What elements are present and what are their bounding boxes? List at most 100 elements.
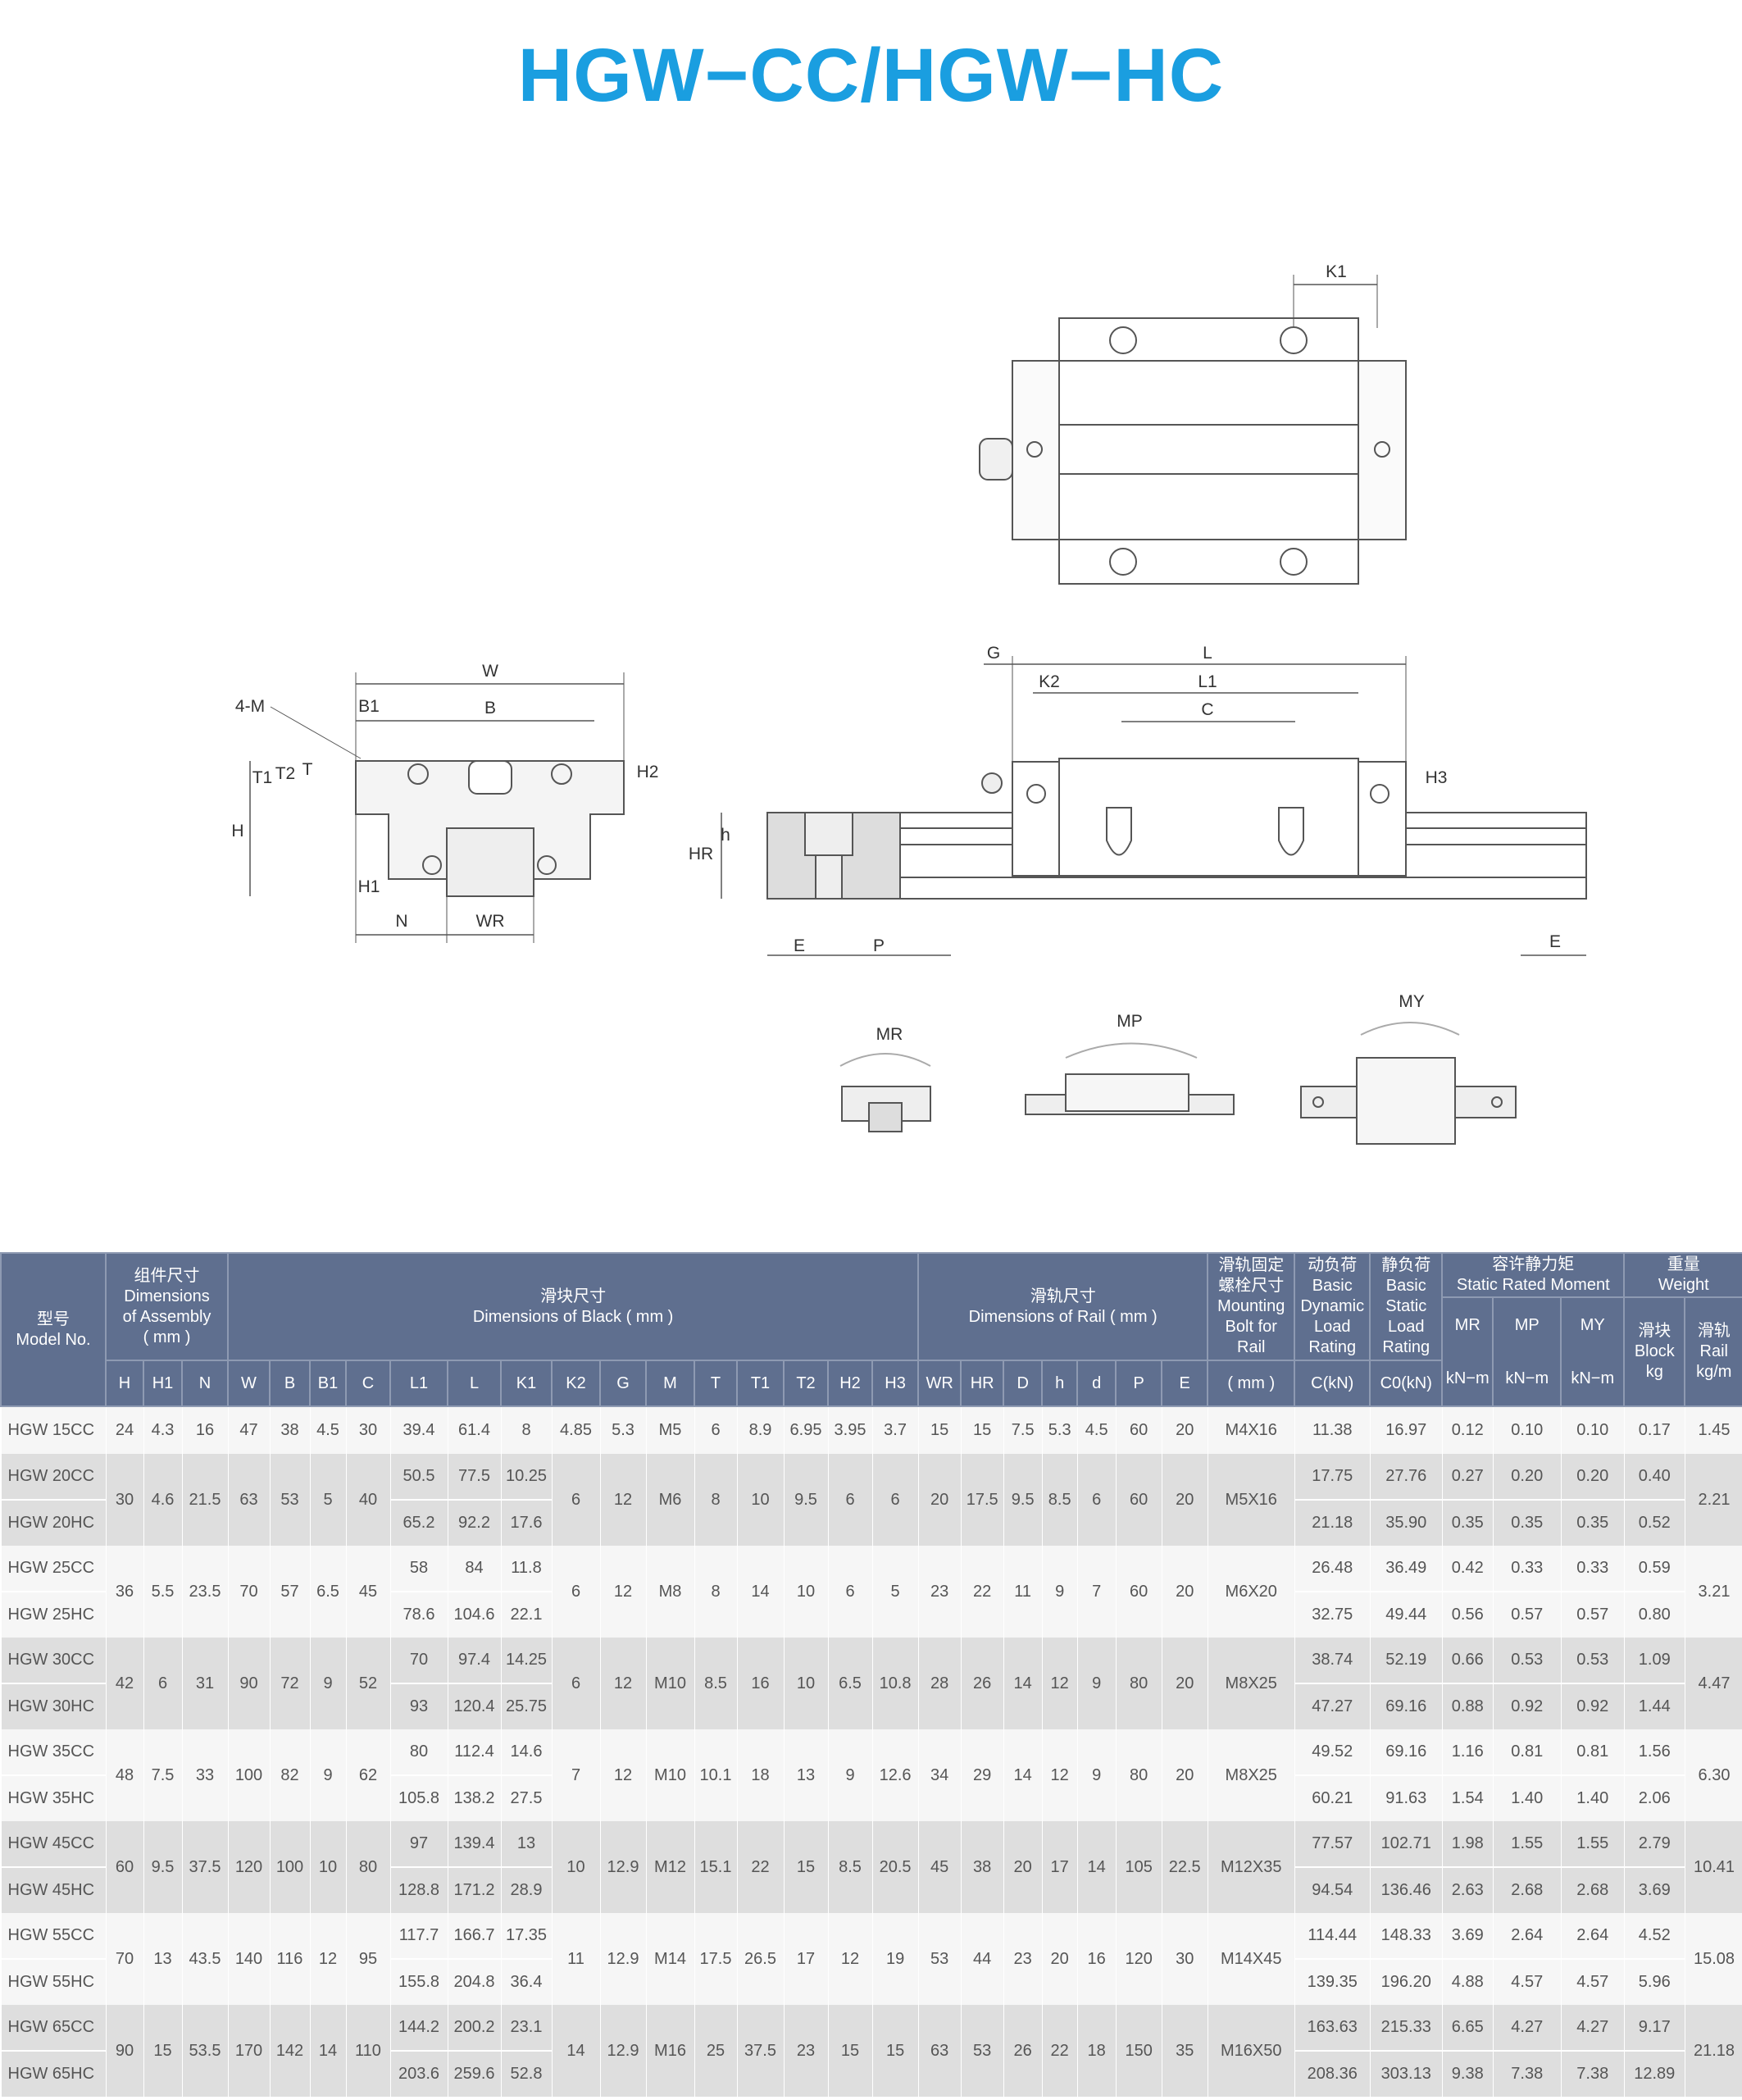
cell-h: 12 bbox=[1041, 1729, 1078, 1821]
cell-wr: 45 bbox=[917, 1821, 962, 1913]
cell-h2: 9 bbox=[827, 1729, 872, 1821]
cell-t2: 9.5 bbox=[783, 1454, 828, 1546]
cell-my: 2.64 bbox=[1560, 1913, 1625, 1960]
cell-l: 259.6 bbox=[447, 2051, 501, 2097]
header-col: h bbox=[1041, 1360, 1079, 1407]
cell-wr: 53 bbox=[917, 1913, 962, 2005]
cell-bolt: M14X45 bbox=[1207, 1913, 1295, 2005]
cell-block_kg: 1.56 bbox=[1623, 1729, 1685, 1776]
cell-n: 43.5 bbox=[181, 1913, 228, 2005]
header-col: C bbox=[345, 1360, 391, 1407]
header-col: E bbox=[1161, 1360, 1209, 1407]
cell-c0: 136.46 bbox=[1369, 1867, 1443, 1913]
cell-m: M10 bbox=[645, 1729, 694, 1821]
cell-b: 53 bbox=[269, 1454, 310, 1546]
cell-t1: 37.5 bbox=[736, 2005, 784, 2097]
header-line: 型号 bbox=[37, 1310, 70, 1328]
cell-h2: 12 bbox=[827, 1913, 872, 2005]
cell-d: 16 bbox=[1076, 1913, 1117, 2005]
header-line: Rating bbox=[1308, 1338, 1357, 1356]
cell-hr: 29 bbox=[960, 1729, 1004, 1821]
cell-mp: 4.27 bbox=[1492, 2005, 1562, 2052]
header-line: 动负荷 bbox=[1308, 1256, 1358, 1274]
cell-l1: 97 bbox=[389, 1821, 448, 1868]
cell-g: 12 bbox=[599, 1638, 646, 1729]
cell-bolt: M12X35 bbox=[1207, 1821, 1295, 1913]
cell-d: 7.5 bbox=[1003, 1406, 1043, 1454]
header-line: Dimensions of Rail ( mm ) bbox=[968, 1307, 1158, 1326]
cell-l: 61.4 bbox=[447, 1406, 501, 1454]
cell-g: 12.9 bbox=[599, 1913, 646, 2005]
cell-rail_kg: 4.47 bbox=[1684, 1638, 1742, 1729]
cell-my: 0.33 bbox=[1560, 1546, 1625, 1592]
cell-l: 138.2 bbox=[447, 1775, 501, 1821]
cell-cd: 38.74 bbox=[1294, 1638, 1371, 1684]
cell-h1: 4.6 bbox=[143, 1454, 182, 1546]
cell-hr: 22 bbox=[960, 1546, 1004, 1638]
header-col: ( mm ) bbox=[1207, 1360, 1296, 1407]
cell-h: 12 bbox=[1041, 1638, 1078, 1729]
cell-t: 10.1 bbox=[694, 1729, 737, 1821]
cell-t1: 14 bbox=[736, 1546, 784, 1638]
cell-wr: 23 bbox=[917, 1546, 962, 1638]
cell-d: 9 bbox=[1076, 1638, 1117, 1729]
cell-h1: 6 bbox=[143, 1638, 182, 1729]
cell-c0: 196.20 bbox=[1369, 1959, 1443, 2005]
cell-l1: 65.2 bbox=[389, 1500, 448, 1546]
cell-g: 12.9 bbox=[599, 2005, 646, 2097]
header-col: H1 bbox=[143, 1360, 183, 1407]
cell-t2: 10 bbox=[783, 1638, 828, 1729]
cell-rail_kg: 3.21 bbox=[1684, 1546, 1742, 1638]
cell-d: 7 bbox=[1076, 1546, 1117, 1638]
header-line: Rail bbox=[1237, 1338, 1266, 1356]
cell-wr: 20 bbox=[917, 1454, 962, 1546]
cell-c0: 36.49 bbox=[1369, 1546, 1443, 1592]
cell-w: 140 bbox=[227, 1913, 270, 2005]
label-h: h bbox=[721, 826, 730, 845]
cell-w: 120 bbox=[227, 1821, 270, 1913]
cell-block_kg: 4.52 bbox=[1623, 1913, 1685, 1960]
cell-k1: 28.9 bbox=[500, 1867, 552, 1913]
label-G: G bbox=[987, 644, 1000, 663]
cell-h3: 5 bbox=[871, 1546, 919, 1638]
cell-b: 142 bbox=[269, 2005, 310, 2097]
cell-p: 80 bbox=[1115, 1638, 1162, 1729]
cell-k1: 27.5 bbox=[500, 1775, 552, 1821]
cell-t1: 8.9 bbox=[736, 1406, 784, 1454]
cell-k1: 22.1 bbox=[500, 1592, 552, 1638]
header-line: kg/m bbox=[1696, 1363, 1732, 1381]
cell-model: HGW 30HC bbox=[0, 1683, 106, 1729]
cell-mr: 1.54 bbox=[1441, 1775, 1494, 1821]
cell-cd: 21.18 bbox=[1294, 1500, 1371, 1546]
cell-l: 171.2 bbox=[447, 1867, 501, 1913]
cell-bolt: M5X16 bbox=[1207, 1454, 1295, 1546]
cell-h: 24 bbox=[105, 1406, 143, 1454]
header-line: of Assembly bbox=[122, 1307, 211, 1326]
cell-mp: 0.10 bbox=[1492, 1406, 1562, 1454]
cell-model: HGW 65CC bbox=[0, 2005, 106, 2052]
cell-p: 60 bbox=[1115, 1406, 1162, 1454]
cell-wr: 28 bbox=[917, 1638, 962, 1729]
cell-k1: 13 bbox=[500, 1821, 552, 1868]
cell-block_kg: 1.09 bbox=[1623, 1638, 1685, 1684]
cell-h: 48 bbox=[105, 1729, 143, 1821]
cell-cd: 17.75 bbox=[1294, 1454, 1371, 1501]
header-col: L1 bbox=[389, 1360, 448, 1407]
cell-mp: 0.57 bbox=[1492, 1592, 1562, 1638]
cell-m: M8 bbox=[645, 1546, 694, 1638]
label-H: H bbox=[231, 822, 243, 840]
cell-h3: 3.7 bbox=[871, 1406, 919, 1454]
cell-mp: 0.81 bbox=[1492, 1729, 1562, 1776]
cell-d: 11 bbox=[1003, 1546, 1043, 1638]
cell-c: 30 bbox=[345, 1406, 390, 1454]
header-col: P bbox=[1115, 1360, 1163, 1407]
label-E-right: E bbox=[1549, 932, 1561, 951]
header-line: Dynamic bbox=[1300, 1297, 1365, 1315]
cell-c0: 69.16 bbox=[1369, 1729, 1443, 1776]
cell-c0: 49.44 bbox=[1369, 1592, 1443, 1638]
